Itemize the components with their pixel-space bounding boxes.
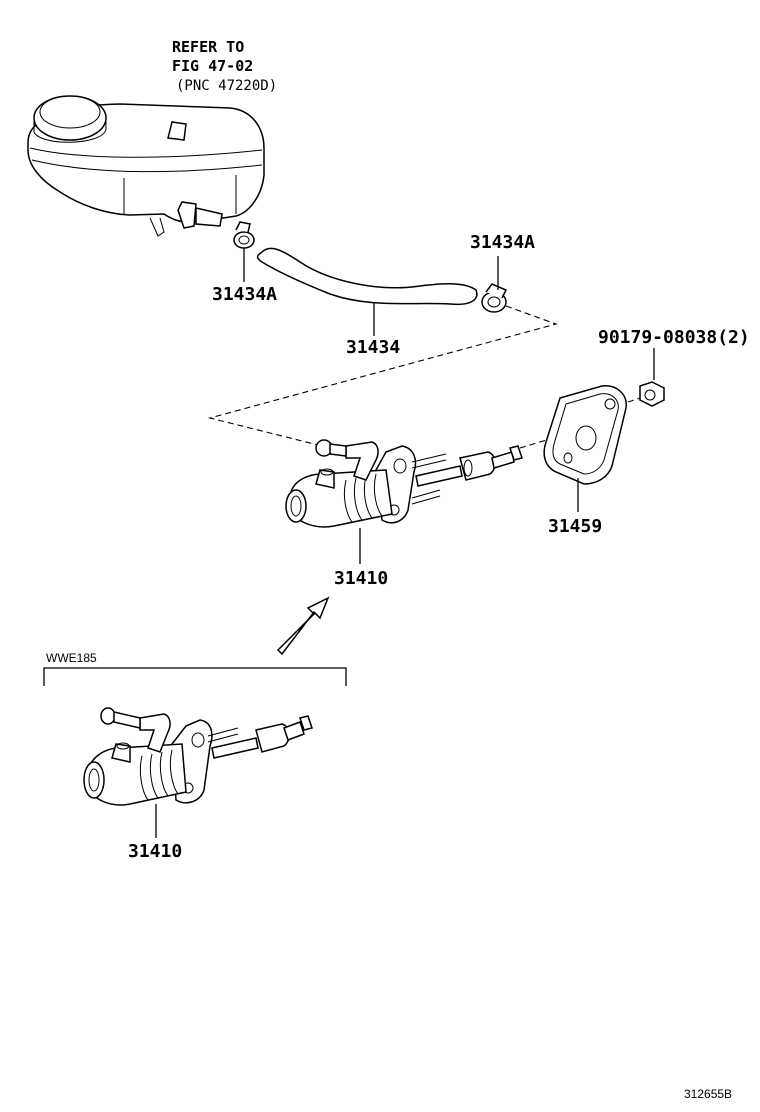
hose <box>256 247 478 306</box>
label-31434A-lower: 31434A <box>212 284 277 305</box>
reservoir-tank <box>27 95 265 237</box>
hose-clamp-upper <box>481 283 508 313</box>
reference-line-2: FIG 47-02 <box>172 57 253 75</box>
variant-bracket <box>43 667 347 686</box>
hose-clamp-lower <box>233 221 255 249</box>
label-31410-main: 31410 <box>334 568 388 589</box>
reference-line-3: (PNC 47220D) <box>176 78 277 94</box>
clutch-master-cylinder <box>285 439 523 528</box>
variant-code: WWE185 <box>46 651 97 665</box>
figure-id: 312655B <box>684 1087 732 1101</box>
nut <box>639 381 665 407</box>
label-90179-08038: 90179-08038(2) <box>598 327 750 348</box>
label-31459: 31459 <box>548 516 602 537</box>
gasket <box>543 385 627 485</box>
label-31410-variant: 31410 <box>128 841 182 862</box>
reference-line-1: REFER TO <box>172 38 244 56</box>
direction-arrow <box>276 596 330 656</box>
label-31434A-upper: 31434A <box>470 232 535 253</box>
clutch-master-cylinder-variant <box>83 707 313 806</box>
label-31434: 31434 <box>346 337 400 358</box>
